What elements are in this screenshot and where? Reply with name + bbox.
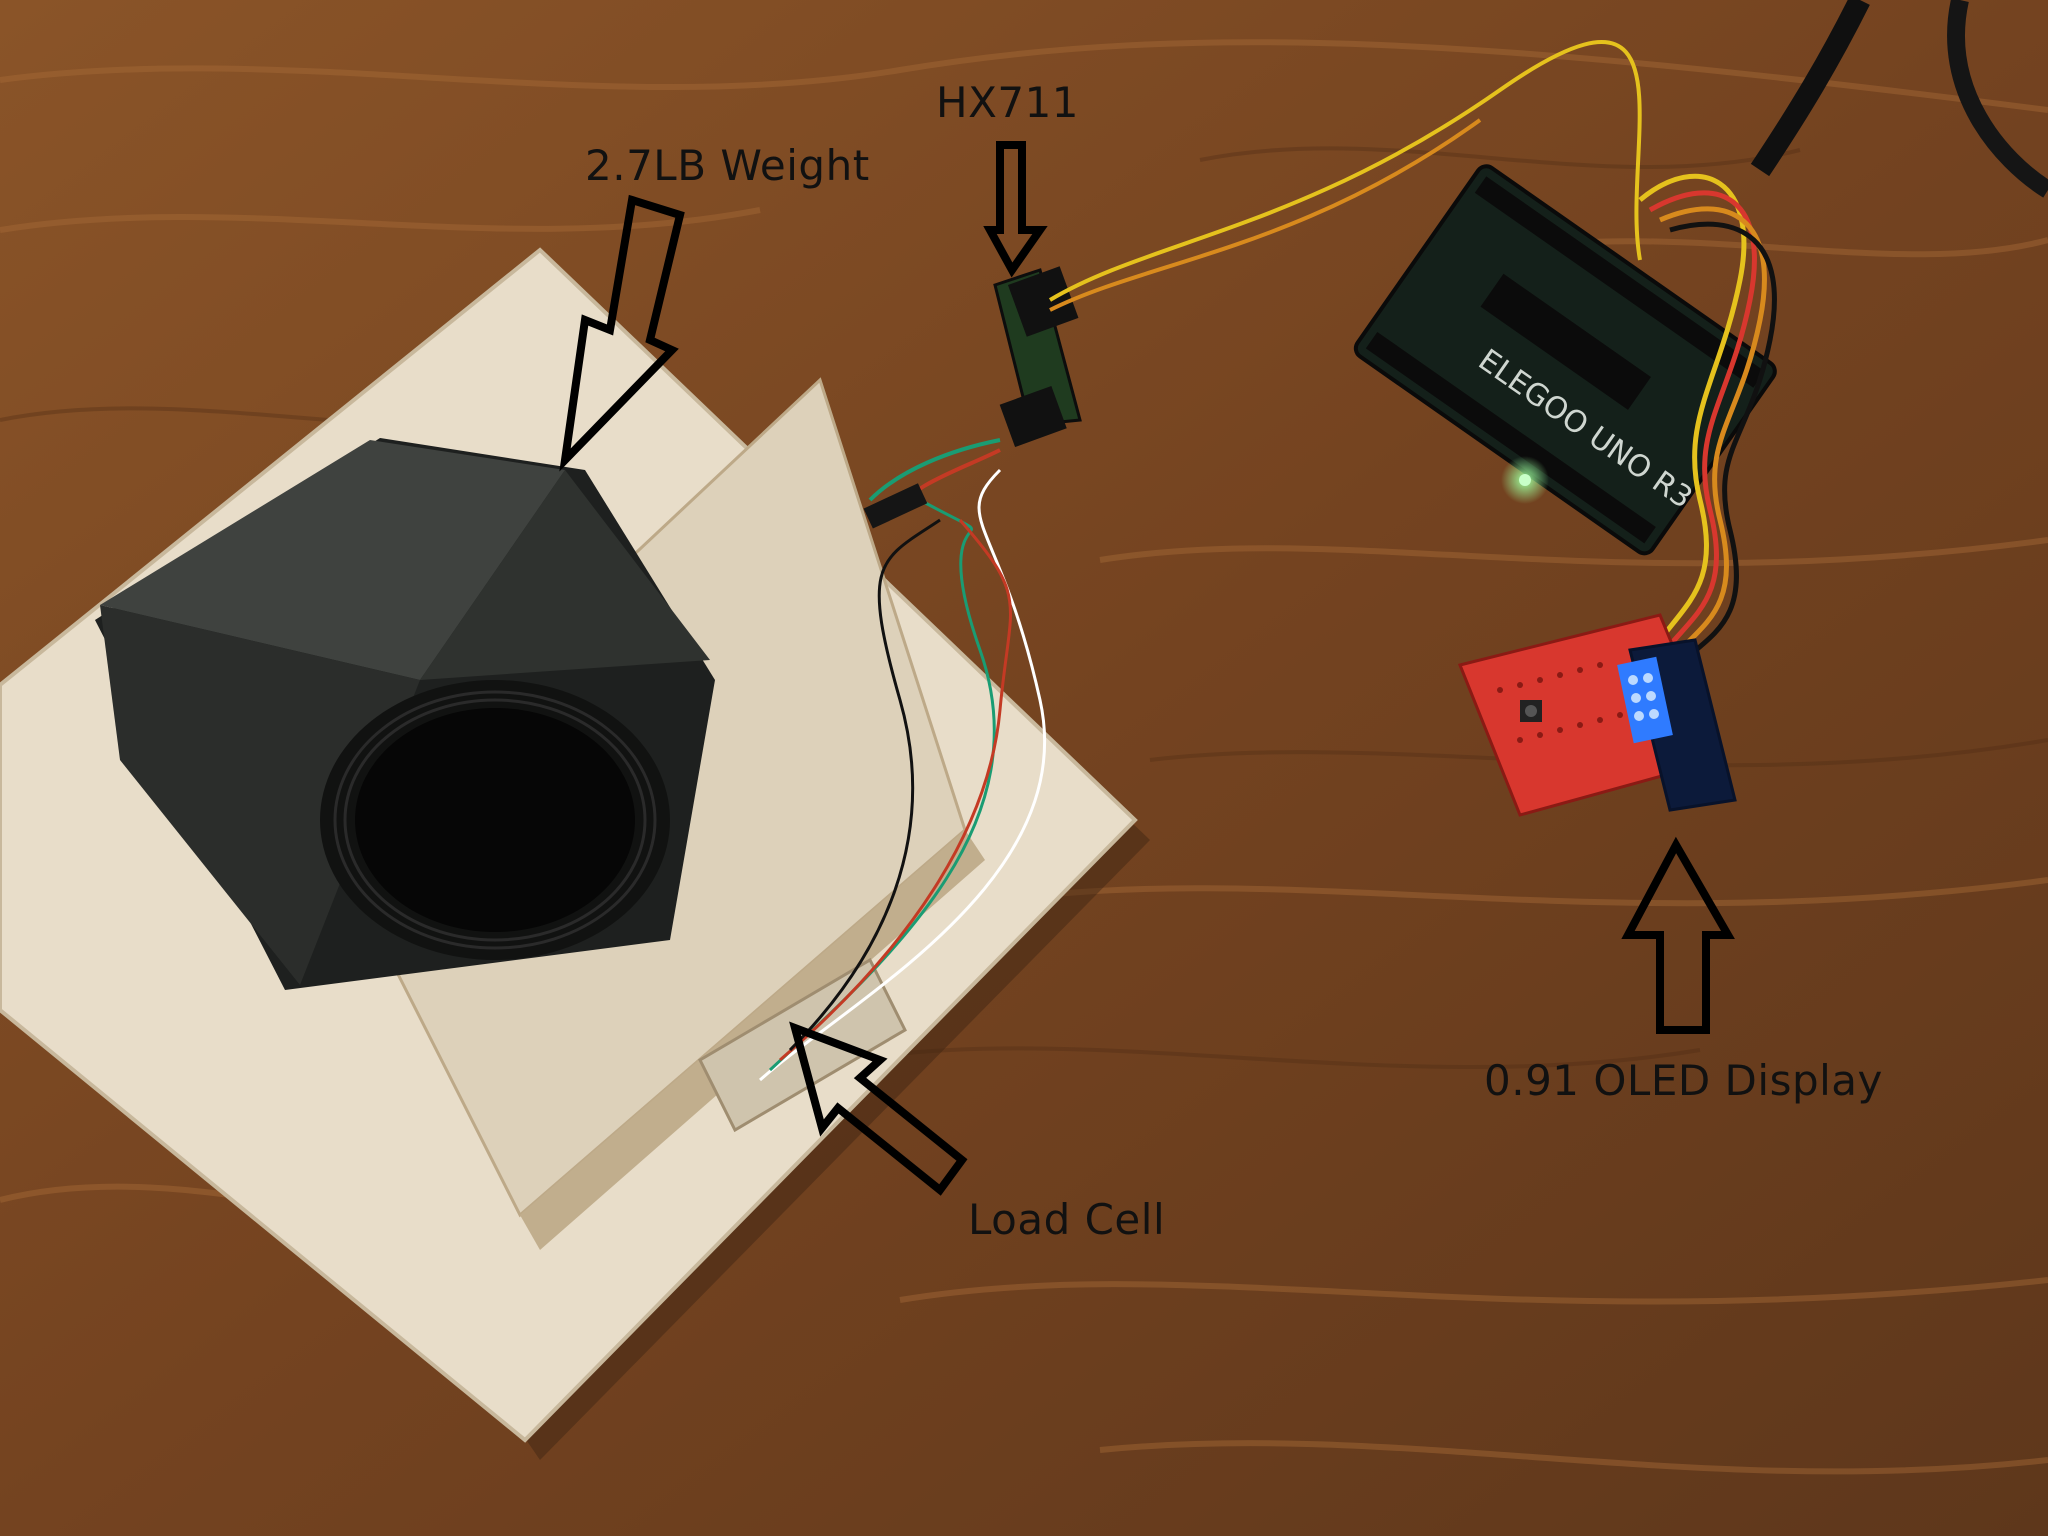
label-oled-display: 0.91 OLED Display	[1484, 1056, 1883, 1105]
power-cable	[1947, 0, 2048, 198]
hx711-wires	[868, 40, 1642, 522]
oled-display-module	[1617, 638, 1737, 812]
usb-cable	[1750, 0, 1870, 177]
arrow-load-cell	[789, 1021, 968, 1196]
arrow-weight	[559, 194, 685, 472]
arrow-hx711	[983, 141, 1048, 278]
oled-ribbon-wires	[1638, 173, 1777, 657]
arrow-oled	[1621, 836, 1735, 1034]
label-load-cell: Load Cell	[968, 1195, 1166, 1244]
jumper-ends	[863, 483, 928, 529]
load-cell-wires	[759, 468, 1047, 1082]
hx711-module	[993, 266, 1082, 448]
hex-nut-weight	[95, 438, 715, 990]
label-hx711: HX711	[936, 78, 1080, 127]
power-led-core	[1519, 474, 1531, 486]
label-weight: 2.7LB Weight	[585, 141, 870, 190]
